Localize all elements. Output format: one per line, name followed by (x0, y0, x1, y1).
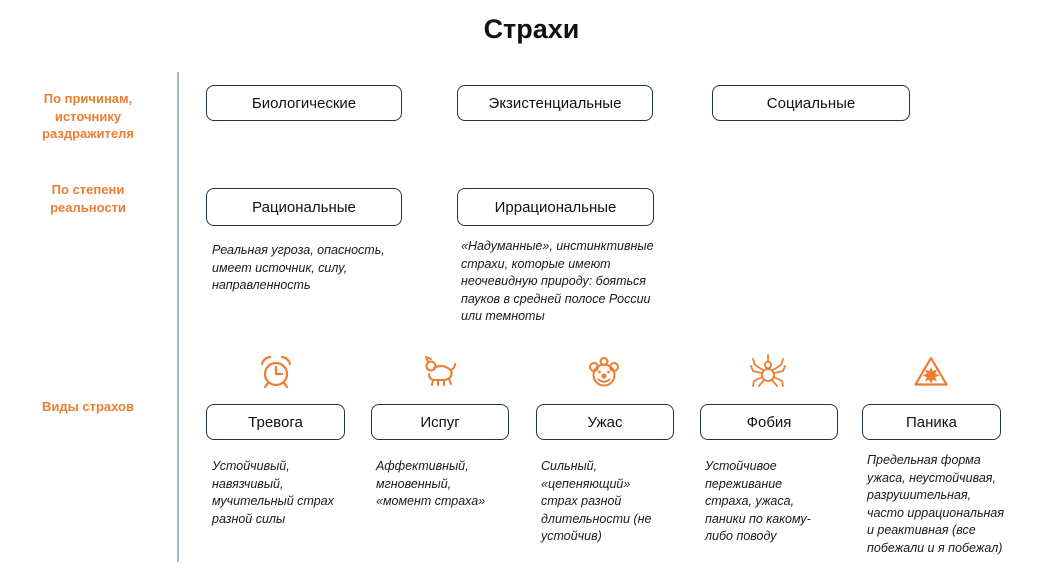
page-title: Страхи (483, 14, 580, 44)
desc-horror: Сильный, «цепеняющий» страх разной длите… (541, 459, 652, 543)
category-label-causes: По причинам, источнику раздражителя (42, 91, 134, 141)
desc-anxiety: Устойчивый, навязчивый, мучительный стра… (212, 459, 334, 526)
node-rational: Рациональные (206, 188, 402, 226)
node-panic: Паника (862, 404, 1001, 440)
alarm-clock-icon (256, 352, 296, 392)
node-phobia: Фобия (700, 404, 838, 440)
node-social: Социальные (712, 85, 910, 121)
node-anxiety: Тревога (206, 404, 345, 440)
node-fright: Испуг (371, 404, 509, 440)
node-existential: Экзистенциальные (457, 85, 653, 121)
explosion-warning-icon (911, 352, 951, 392)
node-biological: Биологические (206, 85, 402, 121)
clown-icon (584, 352, 624, 392)
desc-phobia: Устойчивое переживание страха, ужаса, па… (705, 459, 811, 543)
desc-rational: Реальная угроза, опасность, имеет источн… (212, 243, 385, 292)
desc-fright: Аффективный, мгновенный, «момент страха» (376, 459, 486, 508)
desc-irrational: «Надуманные», инстинктивные страхи, кото… (461, 239, 654, 323)
dog-icon (420, 352, 460, 392)
category-label-reality: По степени реальности (50, 182, 126, 215)
node-horror: Ужас (536, 404, 674, 440)
node-irrational: Иррациональные (457, 188, 654, 226)
spider-icon (748, 352, 788, 392)
category-label-kinds: Виды страхов (42, 399, 134, 414)
desc-panic: Предельная форма ужаса, неустойчивая, ра… (867, 453, 1005, 555)
divider-line (177, 72, 179, 562)
